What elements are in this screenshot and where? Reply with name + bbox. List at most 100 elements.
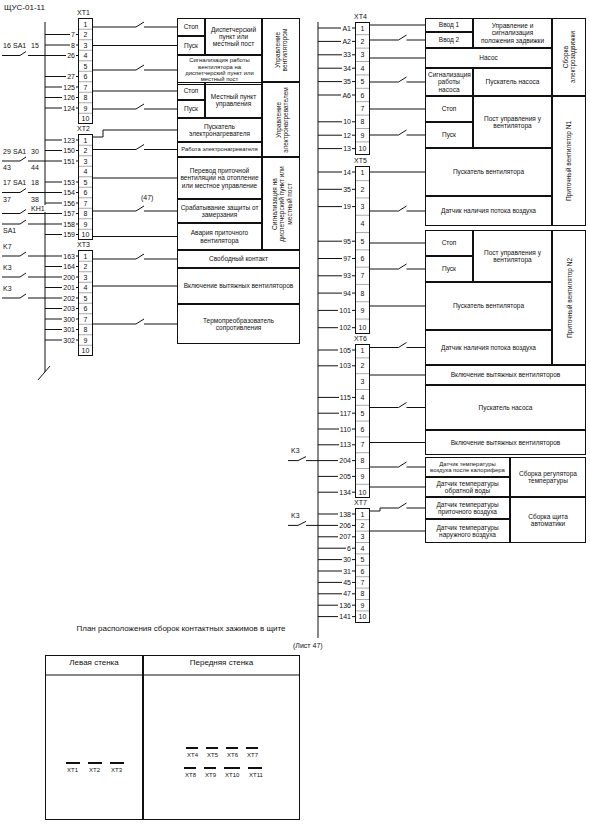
table-cell: Сборка щита автоматики xyxy=(510,497,586,543)
table-cell: Включение вытяжных вентиляторов xyxy=(425,430,586,455)
terminal-divider xyxy=(78,292,93,293)
terminal-divider xyxy=(78,166,93,167)
terminal-number: 8 xyxy=(83,210,89,217)
terminal-divider xyxy=(78,92,93,93)
terminal-number: 10 xyxy=(81,347,91,354)
terminal-number: 1 xyxy=(83,137,89,144)
terminal-number: 7 xyxy=(83,316,89,323)
terminal-divider xyxy=(355,34,370,35)
terminal-number: 5 xyxy=(83,179,89,186)
terminal-number: 3 xyxy=(360,533,366,540)
terminal-number: 10 xyxy=(358,489,368,496)
contact-blade xyxy=(399,503,407,508)
plan-header-line xyxy=(45,675,300,676)
table-cell: Свободный контакт xyxy=(177,250,300,268)
wire-connector xyxy=(93,91,177,92)
terminal-divider xyxy=(78,60,93,61)
cell-text: Пускатель насоса xyxy=(476,78,549,85)
terminal-number: 6 xyxy=(83,189,89,196)
table-cell: Пускатель электронагревателя xyxy=(177,118,262,142)
contact-label: 18 xyxy=(30,179,40,186)
terminal-divider xyxy=(355,319,370,320)
table-cell: Стоп xyxy=(177,82,205,100)
terminal-divider xyxy=(355,519,370,520)
wire-number: 31 xyxy=(342,568,352,575)
contact-label: 17 xyxy=(2,179,12,186)
wire-number: 201 xyxy=(62,284,76,291)
terminal-number: 7 xyxy=(360,441,366,448)
terminal-number: 6 xyxy=(360,426,366,433)
strip-mark: ХТ10 xyxy=(224,772,240,778)
table-cell: Стоп xyxy=(425,230,473,256)
wire-connector xyxy=(370,508,425,511)
group-cell: Управление электронагревателем xyxy=(262,82,300,157)
terminal-number: 10 xyxy=(81,231,91,238)
strip-designation: ХТ6 xyxy=(354,335,367,342)
strip-mark: ХТ2 xyxy=(88,767,101,773)
table-cell: Диспетчерский пункт или местный пост xyxy=(205,18,262,55)
terminal-divider xyxy=(355,61,370,62)
wire-connector xyxy=(370,306,425,307)
terminal-divider xyxy=(355,599,370,600)
cell-text: Стоп xyxy=(180,23,202,30)
wire-connector xyxy=(370,135,425,136)
wire-number: 34 xyxy=(342,65,352,72)
table-cell: Включение вытяжных вентиляторов xyxy=(177,268,300,304)
wire-number: 302 xyxy=(62,337,76,344)
cell-text: Работа электронагревателя xyxy=(180,146,259,152)
terminal-number: 9 xyxy=(83,337,89,344)
table-cell: Работа электронагревателя xyxy=(177,142,262,157)
wire-number: 150 xyxy=(62,147,76,154)
wire-number: 207 xyxy=(338,533,352,540)
terminal-divider xyxy=(355,484,370,485)
table-cell: Стоп xyxy=(177,18,205,36)
terminal-divider xyxy=(355,576,370,577)
terminal-divider xyxy=(355,141,370,142)
contact-label: K3 xyxy=(2,285,13,292)
terminal-divider xyxy=(78,113,93,114)
terminal-number: 1 xyxy=(83,21,89,28)
terminal-divider xyxy=(78,218,93,219)
table-cell: Датчик температуры наружного воздуха xyxy=(425,519,510,543)
terminal-divider xyxy=(355,405,370,406)
wall-name: Передняя стенка xyxy=(144,659,299,668)
wire-connector xyxy=(370,40,425,41)
strip-designation: ХТ4 xyxy=(354,13,367,20)
strip-designation: ХТ2 xyxy=(77,125,90,132)
terminal-number: 4 xyxy=(360,220,366,227)
terminal-number: 7 xyxy=(83,200,89,207)
terminal-number: 2 xyxy=(360,362,366,369)
wire-connector xyxy=(370,243,425,244)
cell-text: Сигнализация работы насоса xyxy=(428,71,470,92)
group-cell: Сигнализация на диспетчерский пункт или … xyxy=(262,157,300,250)
terminal-number: 9 xyxy=(360,132,366,139)
wire-connector xyxy=(370,172,425,173)
cell-text: Ввод 2 xyxy=(428,36,470,43)
terminal-divider xyxy=(78,187,93,188)
sheet-reference: (Лист 47) xyxy=(292,642,324,649)
contact-label: K3 xyxy=(290,447,301,454)
terminal-number: 4 xyxy=(360,394,366,401)
terminal-divider xyxy=(355,565,370,566)
terminal-number: 1 xyxy=(360,25,366,32)
cell-text: Приточный вентилятор N2 xyxy=(553,232,585,363)
wire-number: 101 xyxy=(338,307,352,314)
table-cell: Местный пункт управления xyxy=(205,82,262,118)
wire-number: 203 xyxy=(62,305,76,312)
wire-connector xyxy=(370,375,425,376)
table-cell: Термопреобразователь сопротивления xyxy=(177,304,300,344)
wire-number: 27 xyxy=(66,73,76,80)
terminal-divider xyxy=(355,128,370,129)
terminal-number: 6 xyxy=(360,92,366,99)
contact-blade xyxy=(399,264,407,269)
wire-number: 153 xyxy=(62,179,76,186)
cell-text: Управление и сигнализация положения задв… xyxy=(476,22,549,43)
wire-number: 156 xyxy=(62,200,76,207)
terminal-number: 5 xyxy=(83,63,89,70)
table-cell: Включение вытяжных вентиляторов xyxy=(425,365,586,385)
terminal-divider xyxy=(78,81,93,82)
wire-number: 200 xyxy=(62,274,76,281)
wire-number: 94 xyxy=(342,290,352,297)
wire-connector xyxy=(370,407,425,408)
terminal-number: 6 xyxy=(83,305,89,312)
